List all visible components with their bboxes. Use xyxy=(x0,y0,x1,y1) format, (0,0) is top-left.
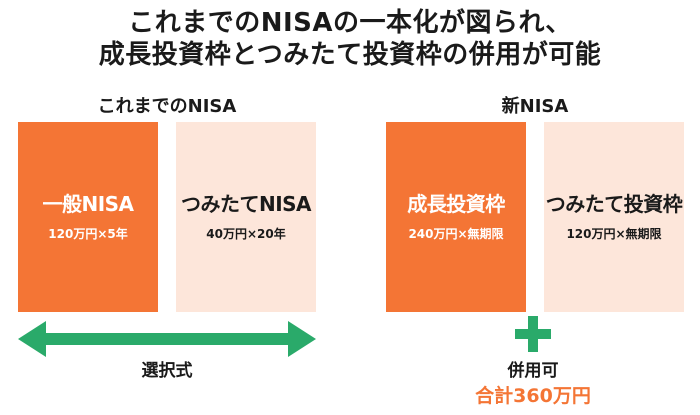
tsumitate-investment-box: つみたて投資枠 120万円×無期限 xyxy=(544,122,684,312)
general-nisa-box: 一般NISA 120万円×5年 xyxy=(18,122,158,312)
combined-caption: 併用可 xyxy=(507,361,559,381)
growth-investment-box: 成長投資枠 240万円×無期限 xyxy=(386,122,526,312)
box-name: つみたて投資枠 xyxy=(545,192,683,216)
title-line-2: 成長投資枠とつみたて投資枠の併用が可能 xyxy=(98,40,602,70)
box-sub: 120万円×無期限 xyxy=(566,227,662,241)
double-arrow-icon xyxy=(18,321,316,357)
box-name: 一般NISA xyxy=(42,192,134,216)
box-sub: 40万円×20年 xyxy=(206,227,286,241)
box-name: つみたてNISA xyxy=(180,192,312,216)
box-sub: 240万円×無期限 xyxy=(408,227,504,241)
choice-caption: 選択式 xyxy=(141,361,193,381)
title-line-1: これまでのNISAの一本化が図られ、 xyxy=(128,8,572,38)
new-nisa-label: 新NISA xyxy=(501,96,569,117)
plus-icon xyxy=(515,316,551,352)
old-nisa-label: これまでのNISA xyxy=(97,96,237,117)
tsumitate-nisa-box: つみたてNISA 40万円×20年 xyxy=(176,122,316,312)
box-sub: 120万円×5年 xyxy=(48,227,128,241)
total-amount: 合計360万円 xyxy=(475,385,591,407)
box-name: 成長投資枠 xyxy=(407,192,505,216)
